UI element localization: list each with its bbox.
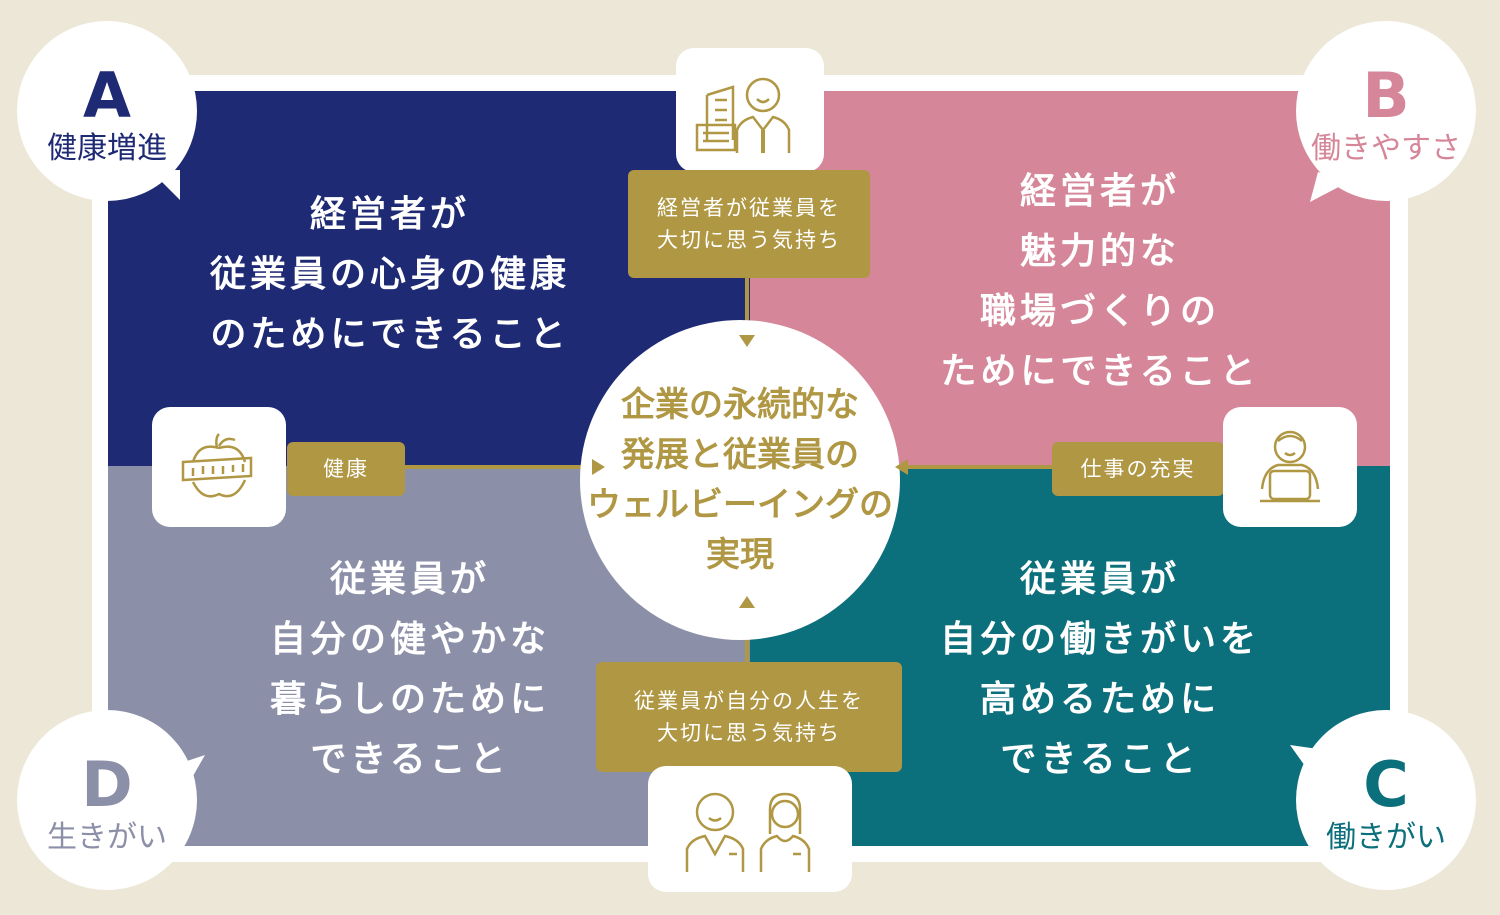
left-connector: [400, 465, 590, 469]
bottom-axis-label: 従業員が自分の人生を 大切に思う気持ち: [596, 662, 902, 772]
badge-d-letter: D: [81, 748, 133, 821]
apple-measure-icon-box: [152, 407, 286, 527]
badge-a-label: 健康増進: [47, 131, 167, 166]
person-laptop-icon-box: [1223, 407, 1357, 527]
badge-b-tail: [1310, 172, 1348, 202]
quadrant-b-text: 経営者が 魅力的な 職場づくりの ためにできること: [940, 171, 1260, 392]
bottom-connector: [745, 600, 749, 680]
employees-icon: [685, 792, 811, 872]
left-axis-label: 健康: [287, 442, 405, 496]
top-connector: [745, 250, 749, 330]
badge-d: D 生きがい: [17, 710, 197, 890]
badge-a: A 健康増進: [17, 21, 197, 201]
badge-d-tail: [175, 755, 205, 790]
apple-measure-icon: [181, 433, 253, 498]
badge-d-label: 生きがい: [47, 820, 167, 855]
person-laptop-icon: [1260, 430, 1320, 503]
right-axis-label: 仕事の充実: [1052, 442, 1224, 496]
arrow-left-icon: [895, 459, 908, 475]
badge-b: B 働きやすさ: [1296, 21, 1476, 201]
center-goal-text: 企業の永続的な 発展と従業員の ウェルビーイングの 実現: [587, 385, 893, 575]
center-goal: 企業の永続的な 発展と従業員の ウェルビーイングの 実現: [580, 320, 900, 640]
employees-icon-box: [648, 766, 852, 892]
badge-c-tail: [1290, 745, 1325, 780]
arrow-up-icon: [739, 596, 755, 608]
arrow-right-icon: [592, 459, 605, 475]
badge-a-letter: A: [83, 59, 131, 132]
badge-b-letter: B: [1362, 59, 1410, 132]
badge-c: C 働きがい: [1296, 710, 1476, 890]
arrow-down-icon: [739, 335, 755, 347]
executive-building-icon-box: [676, 48, 824, 172]
top-axis-label: 経営者が従業員を 大切に思う気持ち: [628, 170, 870, 278]
right-connector: [905, 465, 1055, 469]
badge-c-letter: C: [1363, 748, 1409, 821]
badge-a-tail: [150, 170, 180, 200]
executive-building-icon: [695, 77, 791, 153]
quadrant-a-text: 経営者が 従業員の心身の健康 のためにできること: [209, 194, 570, 355]
quadrant-c-text: 従業員が 自分の働きがいを 高めるために できること: [939, 559, 1260, 780]
quadrant-d-text: 従業員が 自分の健やかな 暮らしのために できること: [269, 559, 550, 780]
badge-c-label: 働きがい: [1326, 820, 1446, 855]
badge-b-label: 働きやすさ: [1311, 131, 1461, 166]
